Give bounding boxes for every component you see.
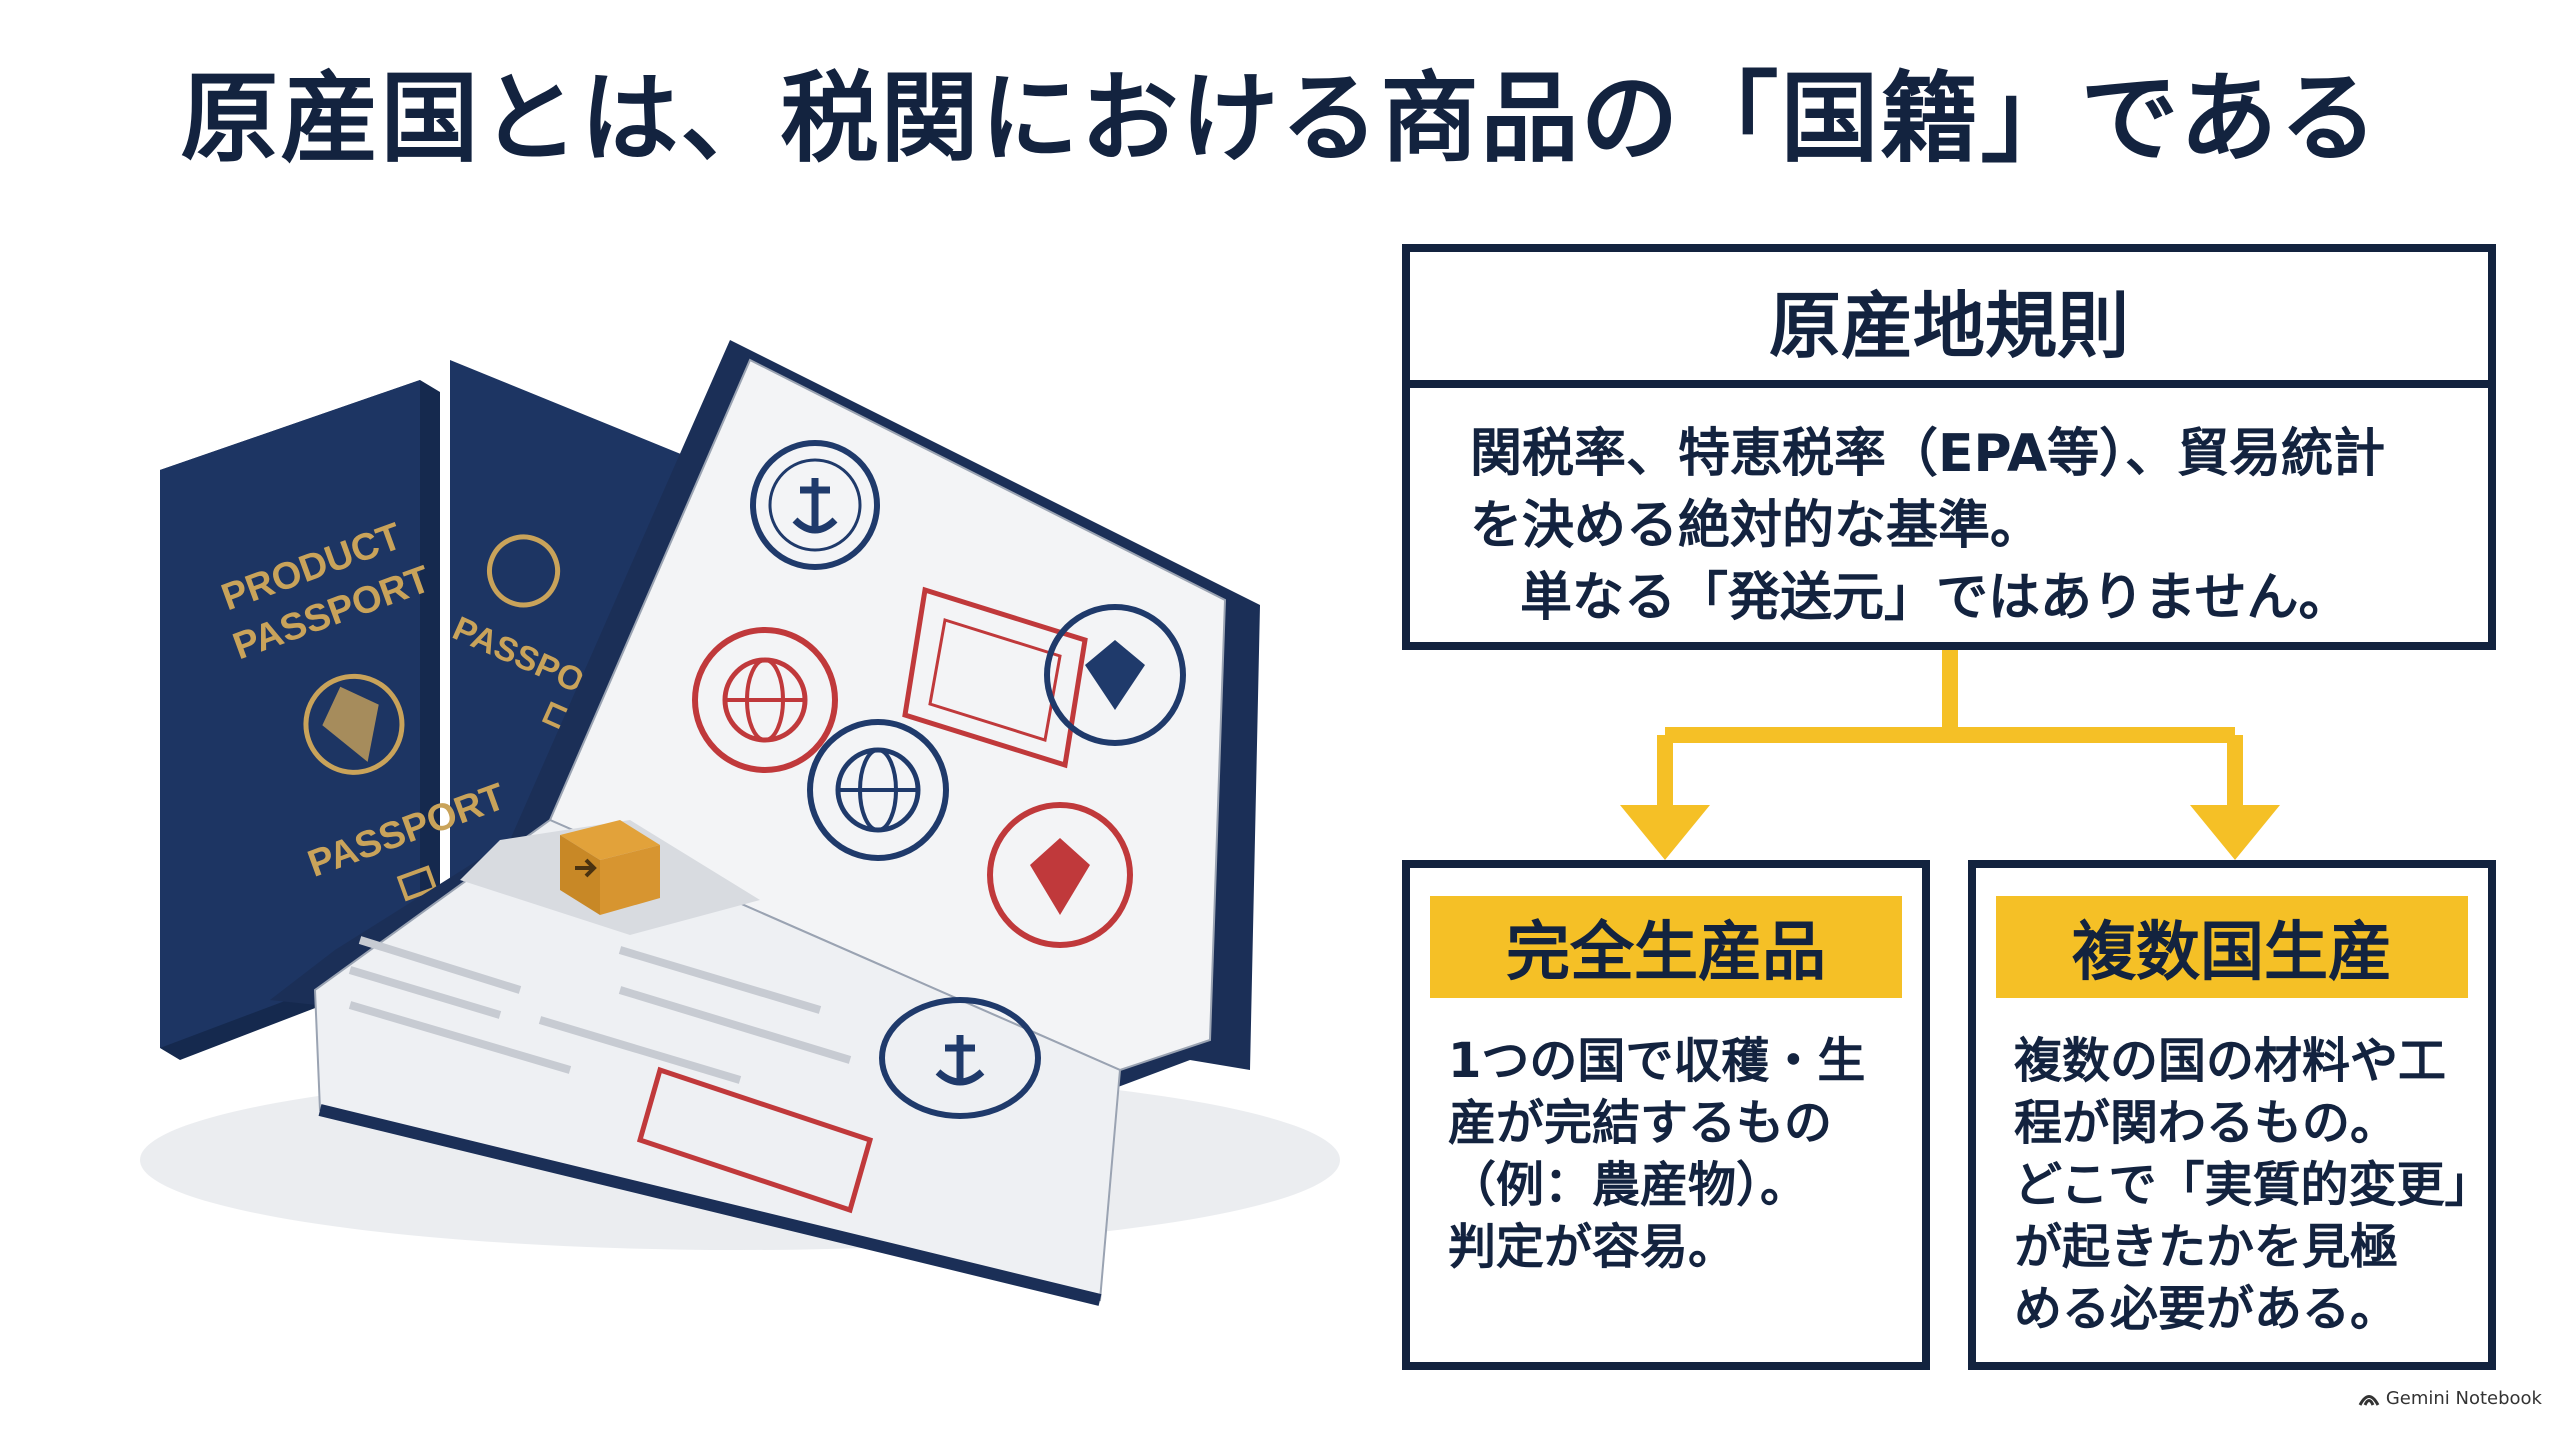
stamp-anchor-1 <box>750 440 880 570</box>
notebook-logo-icon <box>2358 1394 2380 1406</box>
arrow-right-icon <box>2190 805 2280 860</box>
category-line: 判定が容易。 <box>1448 1219 1737 1275</box>
rules-heading-box: 原産地規則 <box>1402 244 2496 386</box>
category-line: 産が完結するもの <box>1448 1095 1833 1151</box>
category-description: 複数の国の材料や工 程が関わるもの。 どこで「実質的変更」 が起きたかを見極 め… <box>2014 1030 2493 1340</box>
category-line: 1つの国で収穫・生 <box>1448 1033 1866 1089</box>
stamp-anchor-2 <box>879 997 1041 1119</box>
stamp-rect-red-2 <box>636 1066 874 1214</box>
watermark: Gemini Notebook <box>2358 1388 2542 1409</box>
category-description: 1つの国で収穫・生 産が完結するもの （例：農産物）。 判定が容易。 <box>1448 1030 1918 1278</box>
passport-open <box>270 340 1260 1306</box>
category-box-multi-country: 複数国生産 複数の国の材料や工 程が関わるもの。 どこで「実質的変更」 が起きた… <box>1968 860 2496 1370</box>
stamp-rect-red-1 <box>902 586 1088 769</box>
category-line: める必要がある。 <box>2014 1281 2399 1337</box>
branch-connector <box>1620 650 2280 860</box>
eagle-emblem-front <box>303 673 405 775</box>
category-label: 複数国生産 <box>1996 896 2468 998</box>
category-label: 完全生産品 <box>1430 896 1902 998</box>
rules-heading: 原産地規則 <box>1768 283 2129 368</box>
rules-description-box: 関税率、特恵税率（EPA等）、貿易統計 を決める絶対的な基準。 単なる「発送元」… <box>1402 380 2496 650</box>
rules-line-1: 関税率、特恵税率（EPA等）、貿易統計 <box>1470 424 2386 484</box>
package-icon <box>560 820 660 915</box>
category-line: が起きたかを見極 <box>2014 1219 2399 1275</box>
category-line: どこで「実質的変更」 <box>2014 1157 2493 1213</box>
eagle-emblem-back <box>487 534 561 608</box>
passport-text-lines <box>348 936 852 1084</box>
arrow-left-icon <box>1620 805 1710 860</box>
stamp-eagle-blue <box>1044 604 1186 746</box>
stamp-globe-red <box>692 627 838 773</box>
rules-line-2: を決める絶対的な基準。 <box>1470 496 2043 556</box>
watermark-text: Gemini Notebook <box>2385 1388 2542 1409</box>
category-line: 程が関わるもの。 <box>2014 1095 2399 1151</box>
passport-illustration: PASSPORT PRODUCT PASSPORT PASSPORT <box>140 340 1340 1306</box>
category-line: 複数の国の材料や工 <box>2014 1033 2447 1089</box>
category-box-wholly-obtained: 完全生産品 1つの国で収穫・生 産が完結するもの （例：農産物）。 判定が容易。 <box>1402 860 1930 1370</box>
category-line: （例：農産物）。 <box>1448 1157 1809 1213</box>
stamp-eagle-red <box>987 802 1133 948</box>
stamp-globe-blue <box>807 719 949 861</box>
connector-line <box>1657 650 2243 815</box>
rules-line-3: 単なる「発送元」ではありません。 <box>1520 568 2351 628</box>
page-title: 原産国とは、税関における商品の「国籍」である <box>180 62 2380 176</box>
chip-icon <box>396 865 438 902</box>
